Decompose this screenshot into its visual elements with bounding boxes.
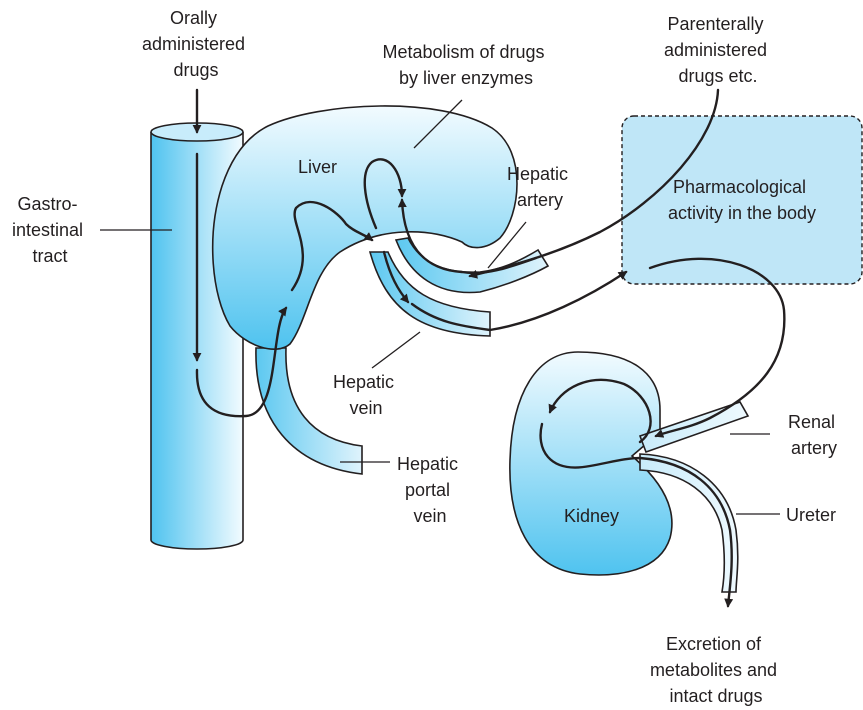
gi-tract-label: Gastro- intestinal tract	[12, 194, 88, 266]
body-activity-box	[622, 116, 862, 284]
oral-label: Orally administered drugs	[142, 8, 250, 80]
hepatic-vein-label: Hepatic vein	[333, 372, 399, 418]
kidney-label: Kidney	[564, 506, 619, 526]
hepatic-portal-vein-label: Hepatic portal vein	[397, 454, 463, 526]
hepatic-vein-leader	[372, 332, 420, 368]
parenteral-label: Parenterally administered drugs etc.	[664, 14, 772, 86]
excretion-label: Excretion of metabolites and intact drug…	[650, 634, 782, 706]
ureter-label: Ureter	[786, 505, 836, 525]
renal-artery-label: Renal artery	[788, 412, 840, 458]
hepatic-portal-vein-vessel	[256, 348, 362, 474]
metabolism-label: Metabolism of drugs by liver enzymes	[382, 42, 549, 88]
liver-label: Liver	[298, 157, 337, 177]
